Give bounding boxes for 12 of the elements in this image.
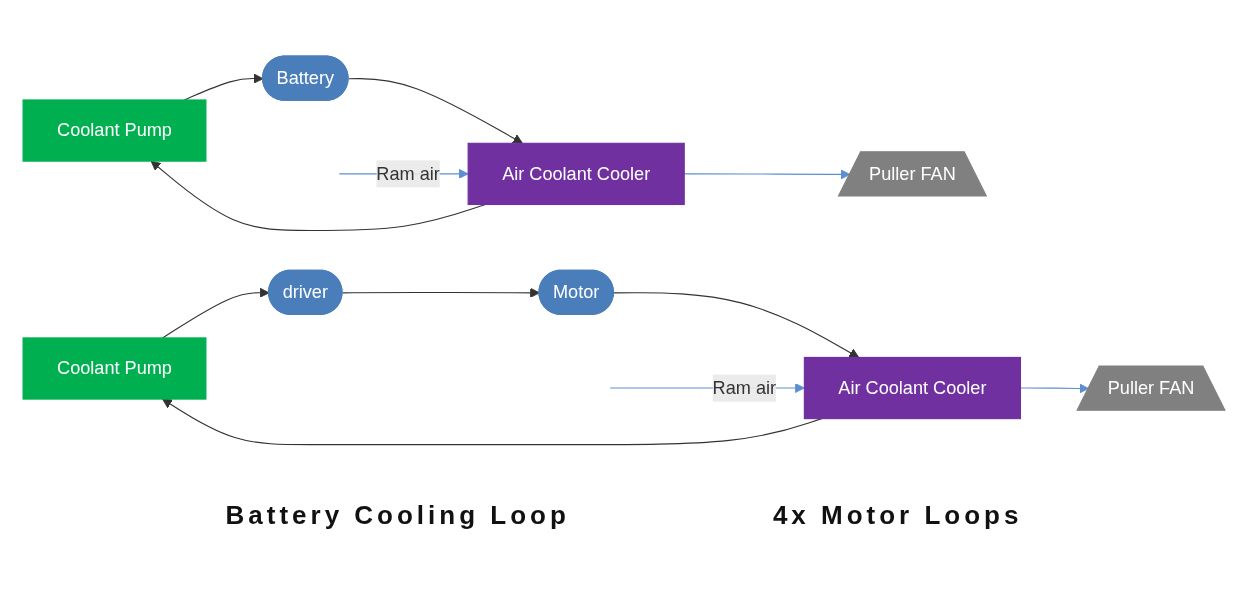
arrow [150, 160, 486, 231]
edge-label: Ram air [712, 377, 777, 397]
edge-label: Ram air [376, 163, 440, 183]
node-box: Coolant Pump [22, 336, 207, 400]
node-box: Coolant Pump [22, 99, 207, 162]
arrow [348, 77, 523, 144]
node-box: Air Coolant Cooler [803, 356, 1022, 419]
diagram-heading: 4x Motor Loops [772, 500, 1023, 531]
arrow [162, 398, 823, 445]
diagram-heading: Battery Cooling Loop [225, 500, 570, 531]
node-box: Air Coolant Cooler [467, 142, 685, 205]
arrow [613, 291, 860, 358]
